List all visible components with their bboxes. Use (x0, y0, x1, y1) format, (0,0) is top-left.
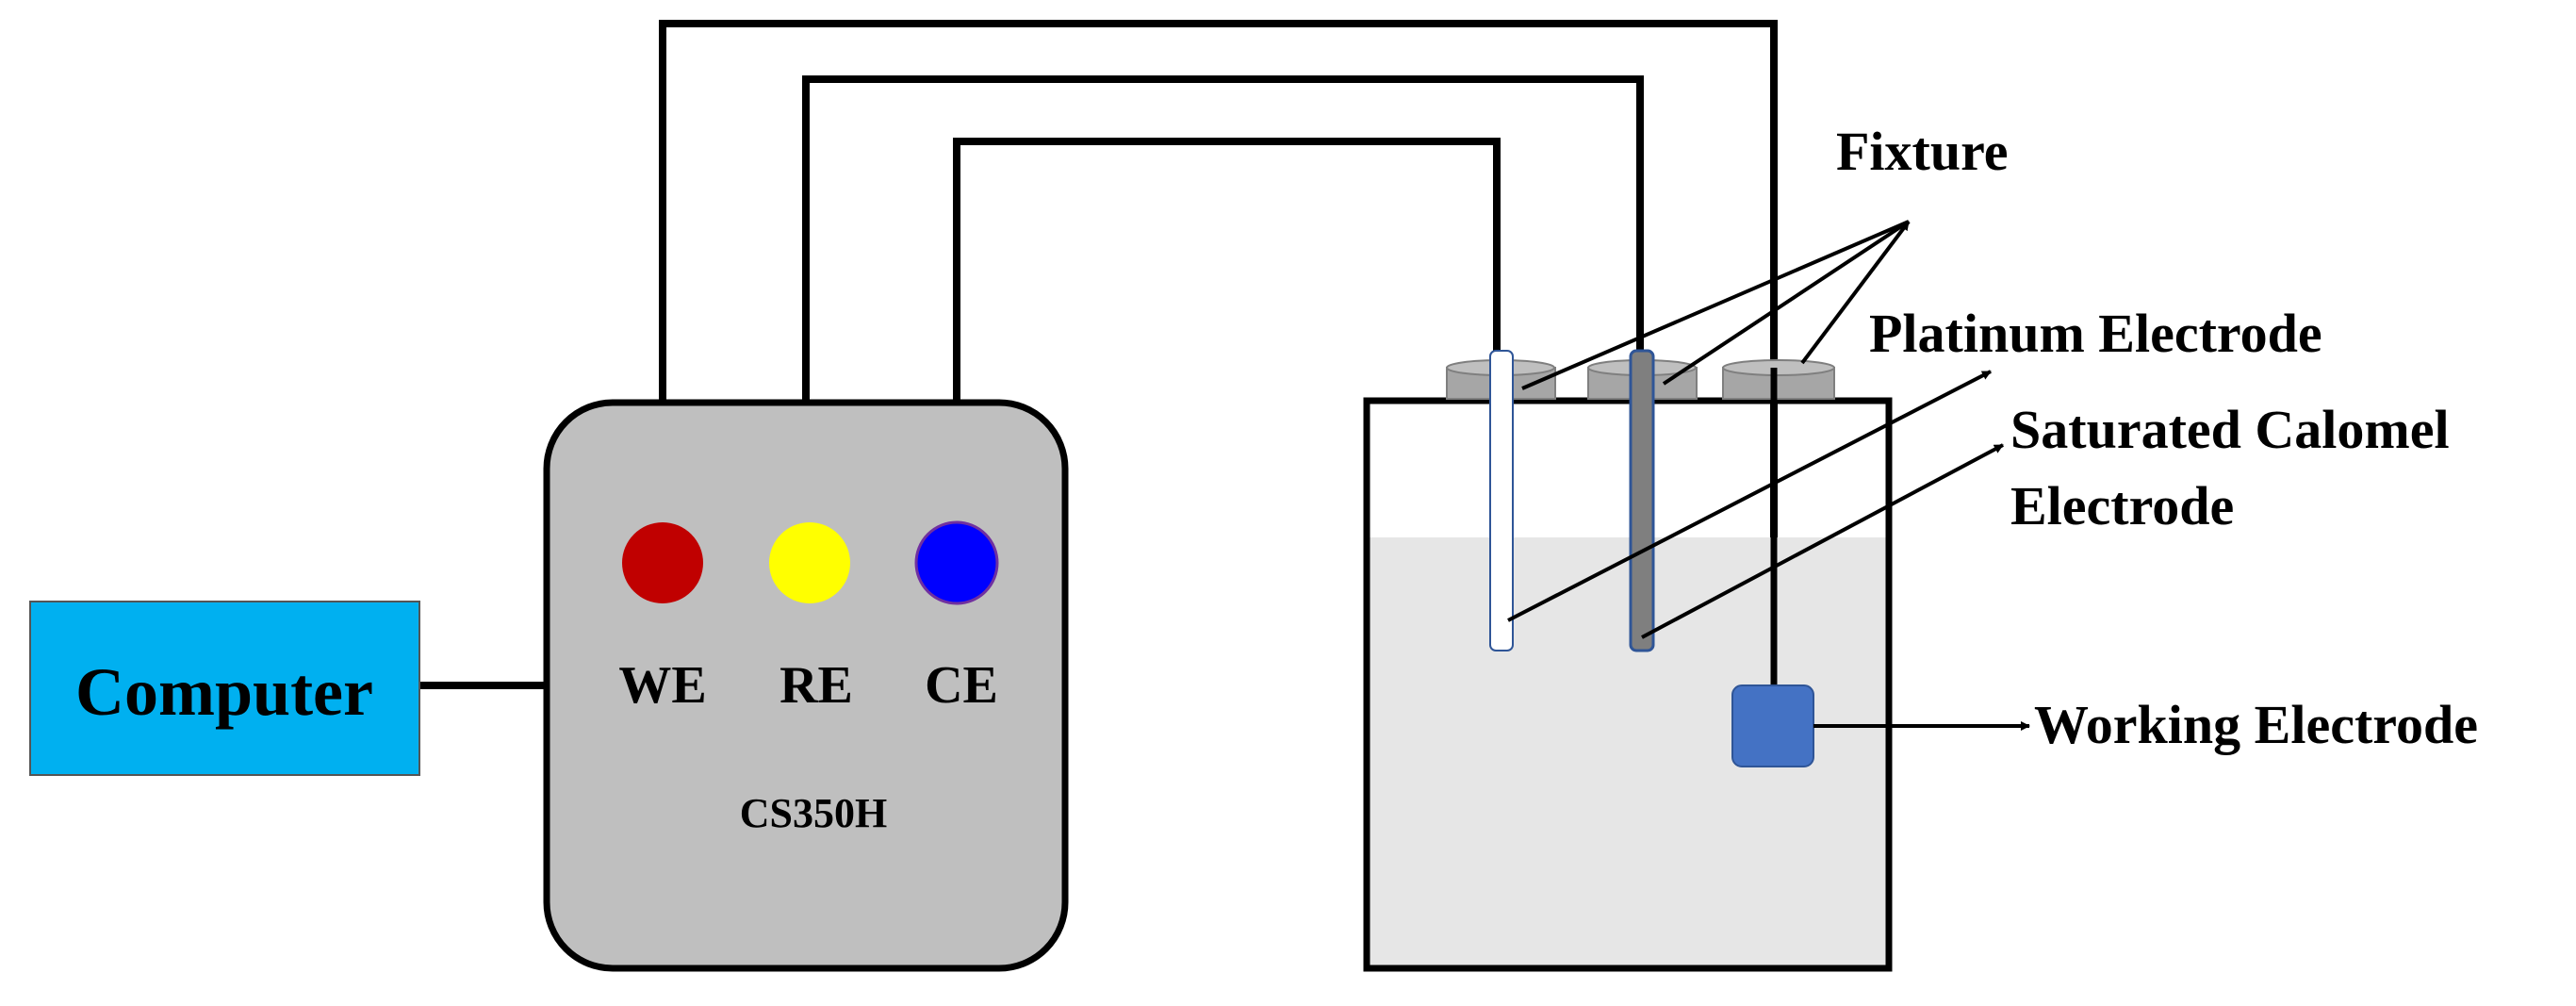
electrolytic-cell (1363, 349, 1893, 972)
electrochemical-workstation: WE RE CE CS350H (543, 399, 1069, 972)
platinum-electrode-rod (1489, 350, 1514, 651)
re-wire (802, 75, 1644, 514)
computer-label: Computer (75, 654, 373, 730)
calomel-arrow (1641, 443, 2004, 639)
calomel-electrode-label-line2: Electrode (2010, 475, 2234, 536)
workstation-model-label: CS350H (740, 790, 887, 836)
fixture-arrow-1 (1521, 220, 1910, 390)
we-wire (659, 20, 1778, 688)
re-terminal-label: RE (779, 656, 853, 715)
fixture-label: Fixture (1836, 121, 2009, 182)
platinum-electrode-label: Platinum Electrode (1869, 303, 2322, 364)
we-terminal-label: WE (618, 656, 706, 715)
calomel-electrode-label-line1: Saturated Calomel (2010, 399, 2450, 460)
ce-terminal (914, 520, 999, 605)
we-terminal (622, 522, 703, 603)
fixture-3 (1722, 359, 1835, 400)
connection-wires (419, 20, 1778, 689)
working-electrode-label: Working Electrode (2034, 694, 2478, 755)
ce-terminal-label: CE (925, 656, 998, 715)
calomel-electrode-rod (1629, 349, 1655, 652)
fixture-arrow-3 (1800, 220, 1911, 365)
platinum-arrow (1507, 370, 1992, 622)
working-electrode-sample (1731, 684, 1814, 767)
cell-container (1363, 397, 1893, 972)
computer-box-body (29, 601, 420, 776)
callout-arrows (1507, 220, 2030, 731)
re-terminal (769, 522, 850, 603)
computer-box: Computer (29, 601, 420, 776)
callout-labels: Fixture Platinum Electrode Saturated Cal… (1836, 121, 2478, 755)
ce-wire (953, 138, 1501, 514)
fixture-arrow-2 (1662, 220, 1911, 386)
